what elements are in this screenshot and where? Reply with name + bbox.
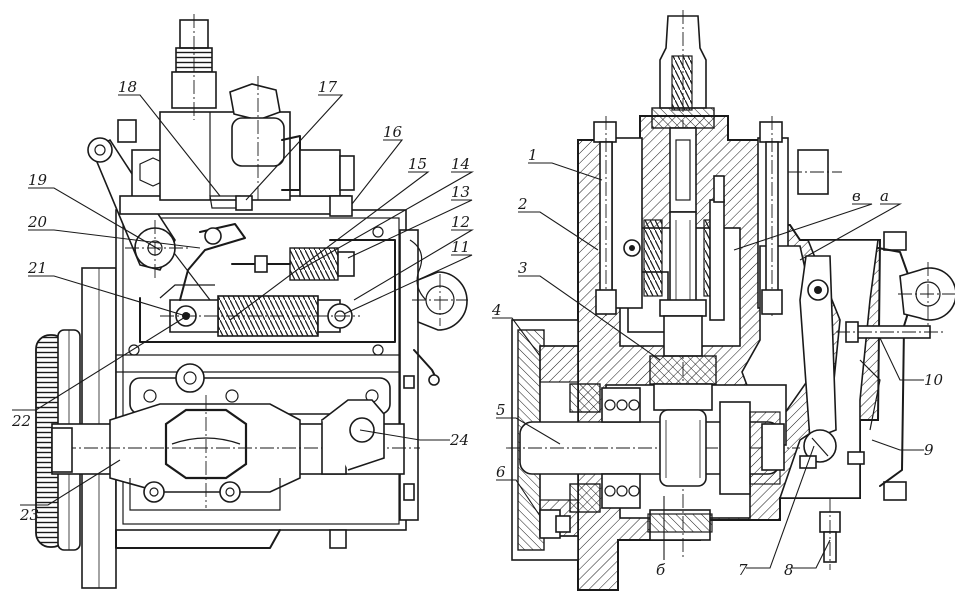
callout-5: 5	[496, 401, 506, 419]
callout-2: 2	[517, 195, 528, 213]
housing-studs	[593, 116, 842, 316]
callout-9: 9	[924, 441, 934, 459]
governor-lever	[799, 231, 955, 501]
callout-20: 20	[27, 213, 48, 231]
right-side-cover	[399, 229, 468, 521]
left-view	[35, 14, 468, 589]
callout-24: 24	[449, 431, 469, 449]
callout-a: а	[880, 187, 889, 205]
callout-8: 8	[784, 561, 794, 579]
callout-6: 6	[496, 463, 506, 481]
callout-b: б	[656, 561, 666, 579]
callout-23: 23	[19, 506, 39, 524]
top-cover	[119, 14, 355, 217]
callout-16: 16	[383, 123, 403, 141]
callout-13: 13	[451, 183, 470, 201]
callout-labels: 18 17 16 15 14 13 12 11 19 20 21 22 23 2…	[11, 78, 944, 579]
callout-21: 21	[27, 259, 47, 277]
callout-12: 12	[451, 213, 470, 231]
callout-19: 19	[28, 171, 48, 189]
callout-18: 18	[118, 78, 137, 96]
callout-7: 7	[738, 561, 748, 579]
leader-lines	[12, 94, 924, 569]
callout-17: 17	[318, 78, 338, 96]
callout-4: 4	[491, 301, 502, 319]
callout-10: 10	[924, 371, 944, 389]
drive-shaft	[506, 319, 841, 570]
callout-22: 22	[11, 412, 31, 430]
callout-v: в	[852, 187, 861, 205]
callout-15: 15	[408, 155, 427, 173]
callout-11: 11	[451, 238, 470, 256]
plunger-assembly	[623, 175, 725, 411]
right-view	[506, 10, 955, 591]
callout-3: 3	[518, 259, 528, 277]
callout-14: 14	[451, 155, 470, 173]
callout-1: 1	[528, 146, 538, 164]
